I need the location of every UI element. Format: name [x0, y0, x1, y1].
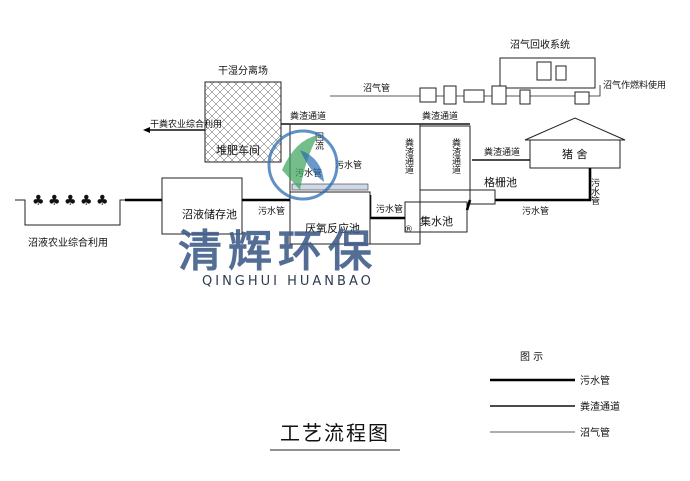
- diagram-title: 工艺流程图: [280, 421, 390, 445]
- pig-house-roof: [524, 117, 626, 141]
- brand-watermark: 清辉环保 ® QINGHUI HUANBAO: [178, 129, 413, 289]
- crop-plants: ♣ ♣ ♣ ♣ ♣: [32, 193, 109, 209]
- legend-label-biogas: 沼气管: [580, 426, 610, 439]
- biogas-pipeline: [330, 85, 601, 97]
- separation-label: 干湿分离场: [218, 64, 268, 77]
- sewage-right-label: 污水管: [376, 203, 403, 215]
- biogas-fuel-label: 沼气作燃料使用: [603, 79, 666, 91]
- biogas-burner-icon: [574, 91, 590, 105]
- collection-pool-area: 集水池 污水管: [368, 195, 472, 233]
- manure-channel-top-label-2: 粪渣通道: [422, 110, 458, 122]
- plant-3-icon: ♣: [64, 193, 77, 209]
- manure-channel: 粪渣通道 粪渣通道: [281, 110, 470, 125]
- biogas-desulfurizer-icon: [491, 85, 507, 105]
- pig-manure-channel-label: 粪渣通道: [484, 146, 520, 158]
- biogas-pump-icon: [519, 89, 531, 105]
- grid-pool-label: 格栅池: [484, 175, 517, 189]
- return-label: 回流: [313, 132, 324, 151]
- sewage-store-label: 污水管: [335, 159, 362, 171]
- manure-channel-top-label: 粪渣通道: [290, 110, 326, 122]
- biogas-valve-icon: [419, 87, 437, 103]
- collection-pool-label: 集水池: [420, 214, 453, 228]
- manure-channel-v1-label: 粪渣通道: [403, 137, 414, 175]
- dry-manure-arrow: [143, 127, 150, 133]
- legend: 图 示 污水管 粪渣通道 沼气管: [490, 351, 620, 439]
- manure-channel-v2-label: 粪渣通道: [450, 137, 461, 175]
- separation-area: 干湿分离场 堆肥车间 干粪农业综合利用: [143, 64, 282, 163]
- manure-channel-box: [419, 125, 471, 191]
- grid-sewage-label: 污水管: [522, 205, 549, 217]
- slurry-storage-area: 沼液储存池 污水管: [125, 177, 290, 235]
- collection-pool: [404, 201, 468, 233]
- slurry-storage-label: 沼液储存池: [182, 207, 237, 221]
- biogas-system-label: 沼气回收系统: [510, 38, 570, 51]
- brand-logo-icon: [267, 129, 339, 201]
- registered-mark: ®: [404, 225, 413, 235]
- separation-shed: [204, 81, 282, 163]
- field-trough: [15, 199, 125, 226]
- grid-pool: [469, 189, 496, 205]
- legend-label-manure: 粪渣通道: [580, 400, 620, 413]
- storage-sewage-label: 污水管: [258, 205, 285, 217]
- plant-2-icon: ♣: [48, 193, 61, 209]
- slurry-use-label: 沼液农业综合利用: [28, 236, 108, 249]
- anaerobic-pool: [289, 191, 371, 245]
- plant-1-icon: ♣: [32, 193, 45, 209]
- biogas-recovery-system: 沼气回收系统 沼气管 沼气作燃料使用: [330, 38, 666, 105]
- legend-label-sewage: 污水管: [580, 374, 610, 387]
- brand-en-text: QINGHUI HUANBAO: [202, 274, 374, 289]
- biogas-tank-icon: [536, 61, 552, 81]
- biogas-dryer-icon: [443, 85, 457, 105]
- biogas-pipe-label: 沼气管: [363, 82, 390, 94]
- plant-4-icon: ♣: [80, 193, 93, 209]
- pig-house: 猪 舍 粪渣通道 污水管 污水管: [472, 117, 626, 217]
- dry-manure-label: 干粪农业综合利用: [150, 118, 222, 130]
- legend-title: 图 示: [520, 351, 543, 363]
- brand-cn-text: 清辉环保: [178, 226, 378, 277]
- compost-label: 堆肥车间: [216, 143, 260, 157]
- biogas-filter-icon: [555, 65, 567, 81]
- pig-sewage-label: 污水管: [589, 177, 600, 205]
- diagram-title-group: 工艺流程图: [270, 421, 400, 451]
- biogas-meter-icon: [463, 89, 485, 103]
- pig-house-label: 猪 舍: [562, 147, 588, 161]
- grid-pool-area: 粪渣通道 粪渣通道 格栅池: [403, 125, 517, 205]
- pig-house-body: [529, 139, 621, 169]
- pig-sewage-pipe: [495, 168, 592, 202]
- anaerobic-label: 厌氧反应池: [305, 221, 360, 235]
- field-use-area: ♣ ♣ ♣ ♣ ♣ 沼液农业综合利用: [15, 193, 125, 249]
- slurry-storage-pool: [161, 177, 243, 235]
- grid-to-collection: [465, 199, 472, 211]
- plant-5-icon: ♣: [96, 193, 109, 209]
